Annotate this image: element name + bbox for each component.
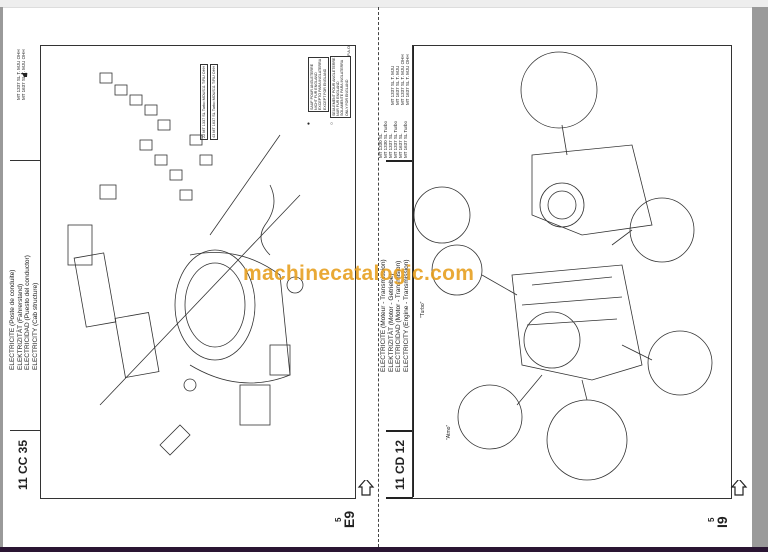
title-es: ELECTRICIDAD (Puesto del conductor) [24, 255, 31, 370]
model: MT 1637 SL Turbo [403, 120, 408, 158]
viewer-top-bar [0, 0, 768, 8]
header-line [412, 45, 414, 497]
next-page-arrow-icon[interactable] [727, 480, 751, 496]
viewer-scrollbar[interactable] [752, 7, 768, 547]
model-list: MT 1337 SL T. MJU MT 1637 SL T. MJU MT 1… [390, 54, 410, 105]
pointing-hand-icon: ☚ [20, 70, 29, 80]
page-number: E9 [341, 510, 357, 528]
engine-electrical-diagram [413, 51, 713, 481]
section-code: 11 CD 12 [393, 439, 407, 490]
header-separator [386, 160, 412, 162]
page-divider [378, 7, 379, 547]
title-de: ELEKTRIZITÄT (Fahrerstand) [16, 283, 24, 370]
viewer-bottom-bar [0, 547, 768, 552]
page-number: I9 [714, 516, 730, 528]
left-diagram-frame [40, 45, 356, 499]
header-separator [386, 497, 412, 499]
header-separator [10, 430, 40, 431]
right-diagram-frame [412, 45, 732, 499]
bullet-filled-icon: ● [307, 121, 311, 127]
viewer-left-edge [0, 7, 3, 547]
next-page-arrow-icon[interactable] [354, 480, 378, 496]
model: MT 1637 SL T. MJU OHH [405, 54, 410, 105]
title-fr: ELECTRICITE (Poste de conduite) [9, 269, 16, 370]
watermark: machinecatalogic.com [243, 262, 475, 285]
bullet-open-icon: ○ [330, 121, 334, 127]
section-code: 11 CC 35 [16, 439, 30, 490]
section-titles: ELECTRICITE (Poste de conduite) ELEKTRIZ… [9, 255, 39, 370]
title-en: ELECTRICITY (Cab structure) [31, 282, 39, 370]
header-separator [10, 160, 40, 161]
header-separator [386, 430, 412, 432]
model-list: MT 1330 SL MT 1330 SL Turbo MT 1337 SL M… [378, 121, 408, 158]
cab-electrical-diagram [67, 72, 304, 456]
